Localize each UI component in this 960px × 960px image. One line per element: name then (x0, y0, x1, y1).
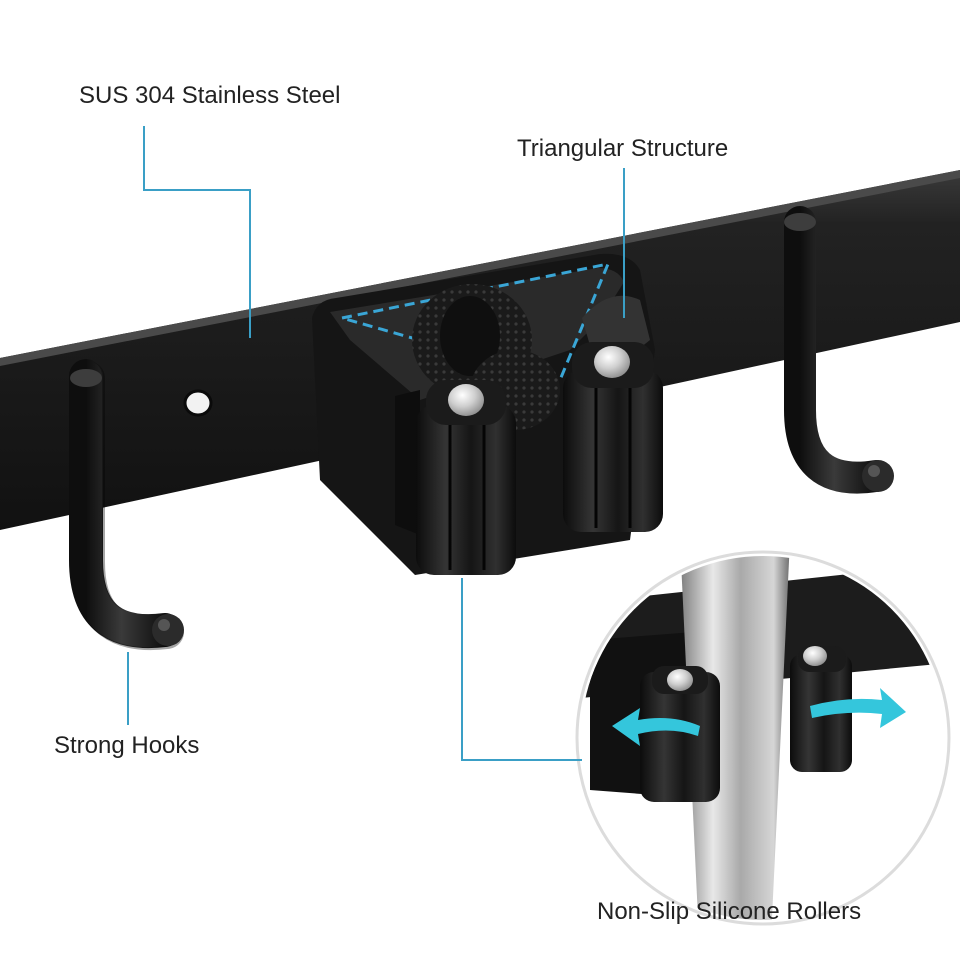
label-stainless-steel: SUS 304 Stainless Steel (79, 82, 341, 109)
callout-lines (127, 126, 625, 761)
left-roller (416, 380, 516, 575)
label-strong-hooks: Strong Hooks (54, 732, 200, 759)
callout-steel (143, 126, 251, 338)
zoom-detail-circle (575, 550, 951, 926)
right-roller (563, 295, 663, 532)
right-hook (784, 206, 894, 494)
callout-rollers (461, 578, 582, 761)
mop-clamp (312, 253, 663, 576)
left-hook (69, 359, 184, 651)
label-triangular-structure: Triangular Structure (517, 135, 729, 162)
rotate-right-arrow-icon (810, 688, 906, 728)
mounting-hole-icon (183, 389, 213, 417)
label-silicone-rollers: Non-Slip Silicone Rollers (597, 898, 862, 925)
rotate-left-arrow-icon (612, 708, 700, 746)
